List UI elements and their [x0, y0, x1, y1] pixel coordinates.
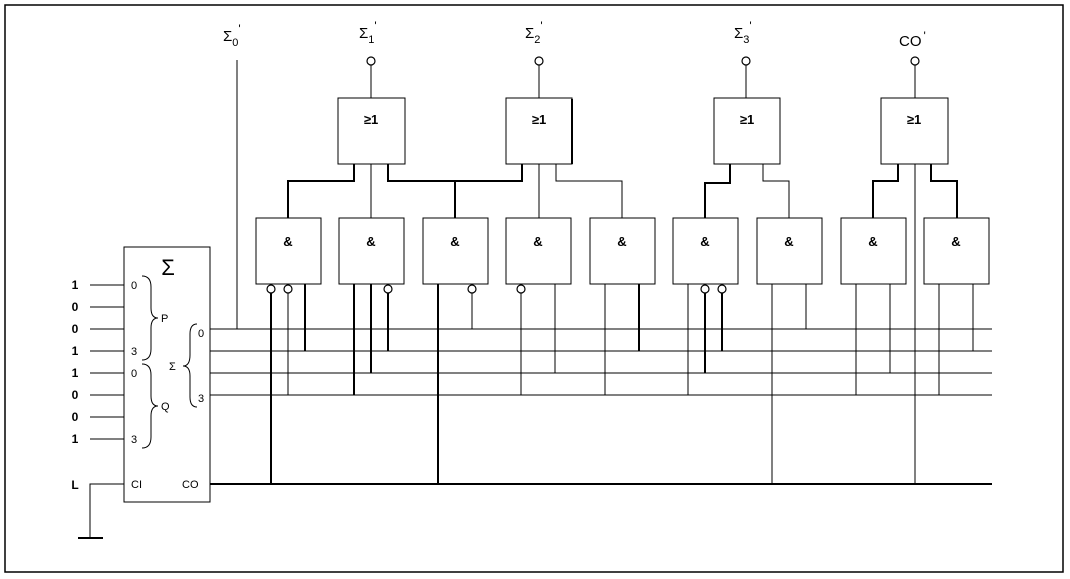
or-gates: ≥1 ≥1 ≥1 ≥1 [337, 97, 949, 165]
and-gate-1: & [255, 217, 322, 285]
q-brace [141, 363, 159, 449]
and-gate-4: & [505, 217, 572, 285]
or-and-wiring [287, 164, 958, 484]
and-gate-6: & [672, 217, 739, 285]
input-q1: 0 [72, 388, 79, 402]
and-gate-3-label: & [450, 234, 459, 249]
and-gates: & & & & & & & & & [255, 217, 990, 285]
pin-s-3: 3 [198, 393, 204, 405]
or-gate-1: ≥1 [337, 97, 406, 165]
or-gate-2: ≥1 [505, 97, 573, 165]
and-gate-2-label: & [366, 234, 375, 249]
or-gate-2-label: ≥1 [532, 112, 546, 127]
output-labels: Σ0' Σ1' Σ2' Σ3' CO' [223, 19, 926, 50]
and-gate-9: & [923, 217, 990, 285]
output-terminal-s1 [366, 56, 376, 66]
sum-label: Σ [169, 361, 176, 373]
output-terminal-co [910, 56, 920, 66]
sum-brace [182, 323, 198, 408]
carry-in-value: L [71, 478, 78, 492]
pin-s-0: 0 [198, 328, 204, 340]
and-gate-4-label: & [533, 234, 542, 249]
and-input-wiring [270, 284, 974, 484]
input-q0: 1 [72, 366, 79, 380]
adder-block: Σ 1 0 0 1 1 0 0 1 L 0 3 0 3 P Q Σ 0 3 [71, 246, 211, 539]
inversion-bubbles [266, 284, 727, 294]
and-gate-7-label: & [784, 234, 793, 249]
and-gate-5-label: & [617, 234, 626, 249]
and-gate-7: & [756, 217, 823, 285]
and-gate-6-label: & [700, 234, 709, 249]
pin-q-3: 3 [131, 434, 137, 446]
pin-q-0: 0 [131, 368, 137, 380]
diagram-frame [4, 4, 1064, 573]
output-label-s1: Σ1' [359, 19, 377, 46]
and-gate-5: & [589, 217, 656, 285]
output-label-s2: Σ2' [525, 19, 543, 46]
output-terminal-s3 [741, 56, 751, 66]
pin-p-3: 3 [131, 346, 137, 358]
input-p0: 1 [72, 278, 79, 292]
adder-symbol: Σ [161, 255, 175, 280]
pin-p-0: 0 [131, 280, 137, 292]
input-p2: 0 [72, 322, 79, 336]
ci-label: CI [131, 479, 142, 491]
input-q2: 0 [72, 410, 79, 424]
output-label-co: CO' [899, 29, 926, 50]
or-gate-4-label: ≥1 [907, 112, 921, 127]
and-gate-1-label: & [283, 234, 292, 249]
and-gate-8: & [840, 217, 907, 285]
and-gate-9-label: & [951, 234, 960, 249]
input-q3: 1 [72, 432, 79, 446]
or-gate-4: ≥1 [880, 97, 949, 165]
or-gate-1-label: ≥1 [364, 112, 378, 127]
input-p1: 0 [72, 300, 79, 314]
input-p3: 1 [72, 344, 79, 358]
output-label-s3: Σ3' [734, 19, 752, 46]
output-label-s0: Σ0' [223, 22, 241, 49]
and-gate-8-label: & [868, 234, 877, 249]
or-gate-3-label: ≥1 [740, 112, 754, 127]
and-gate-2: & [338, 217, 405, 285]
co-label: CO [182, 479, 199, 491]
output-terminal-s2 [534, 56, 544, 66]
carry-in-wire [89, 483, 124, 538]
output-terminals [366, 56, 920, 98]
p-brace [141, 275, 159, 361]
bus-lines [210, 60, 992, 485]
and-gate-3: & [422, 217, 489, 285]
q-label: Q [161, 401, 170, 413]
or-gate-3: ≥1 [713, 97, 781, 165]
p-label: P [161, 313, 168, 325]
